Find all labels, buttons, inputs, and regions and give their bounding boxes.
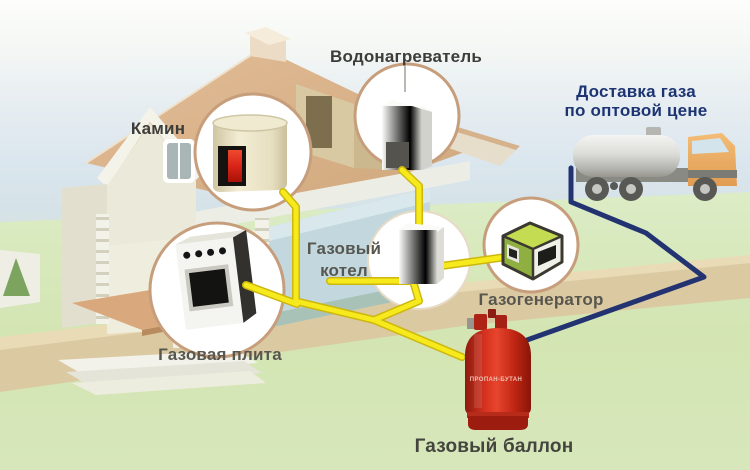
cylinder-label: Газовый баллон bbox=[414, 436, 574, 457]
generator-label: Газогенератор bbox=[478, 290, 604, 309]
boiler-label-line1: Газовый bbox=[306, 239, 382, 258]
gas-pipe-main bbox=[327, 278, 465, 360]
gas-pipe-generator bbox=[431, 253, 516, 270]
evergreen-tree bbox=[3, 258, 30, 296]
stove-icon bbox=[175, 229, 257, 330]
stove-label: Газовая плита bbox=[158, 345, 282, 364]
delivery-truck-icon bbox=[573, 127, 737, 201]
cylinder-valve bbox=[467, 318, 475, 329]
fireplace-icon bbox=[212, 114, 288, 192]
floor-band bbox=[172, 161, 470, 236]
generator-icon bbox=[501, 221, 564, 281]
fireplace-label: Камин bbox=[130, 119, 186, 138]
side-wall bbox=[62, 184, 107, 328]
interior-wall-top bbox=[240, 188, 430, 248]
delivery-route-line bbox=[524, 165, 707, 343]
cylinder-body bbox=[465, 328, 531, 415]
cylinder-skirt bbox=[468, 416, 528, 430]
gas-pipe-heater bbox=[399, 167, 422, 235]
gas-pipe-fireplace bbox=[280, 189, 299, 305]
gas-cylinder-icon bbox=[465, 309, 531, 430]
boiler-label-line2: котел bbox=[320, 261, 368, 280]
gas-pipe-stove bbox=[243, 282, 300, 307]
water-heater-icon bbox=[382, 66, 432, 170]
delivery-label: Доставка газа по оптовой цене bbox=[565, 82, 708, 120]
quoin-left bbox=[96, 214, 109, 324]
delivery-label-line1: Доставка газа bbox=[576, 82, 696, 101]
gas-pipe-floor bbox=[292, 298, 377, 323]
truck-tank bbox=[573, 135, 680, 177]
roof-edge bbox=[85, 47, 263, 164]
delivery-label-line2: по оптовой цене bbox=[564, 101, 708, 120]
truck-window bbox=[692, 138, 729, 154]
boiler-label: Газовый котел bbox=[307, 238, 381, 282]
gas-pipe-network bbox=[242, 166, 517, 361]
truck-hatch bbox=[646, 127, 661, 137]
water-heater-label: Водонагреватель bbox=[330, 47, 482, 66]
chimney-cap bbox=[245, 27, 291, 45]
truck-grill bbox=[688, 170, 737, 178]
truck-wheels bbox=[585, 177, 717, 201]
cylinder-marking-label: ПРОПАН-БУТАН bbox=[469, 377, 523, 383]
cylinder-skirt-band bbox=[467, 412, 529, 418]
boiler-icon bbox=[399, 223, 444, 284]
